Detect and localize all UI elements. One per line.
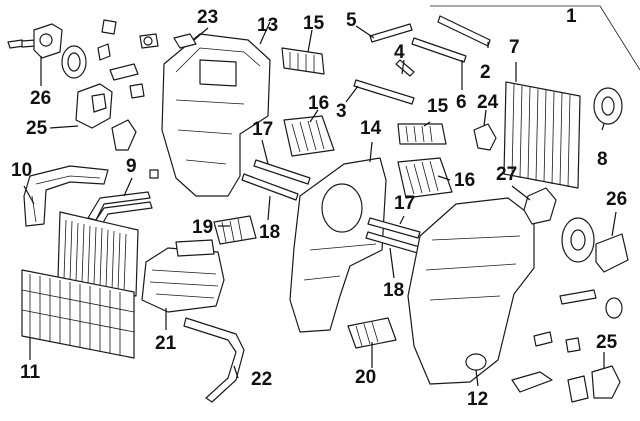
callout-16-upper: 16 bbox=[308, 93, 330, 114]
callout-13: 13 bbox=[257, 15, 279, 36]
part-door-15-lower bbox=[397, 123, 447, 145]
part-door-15-top bbox=[281, 47, 325, 75]
callout-3: 3 bbox=[336, 101, 347, 122]
callout-15-lower: 15 bbox=[427, 96, 449, 117]
part-door-16-upper bbox=[283, 115, 335, 157]
callout-1: 1 bbox=[566, 6, 577, 27]
part-door-20 bbox=[347, 317, 397, 349]
part-drain-hose-22 bbox=[183, 317, 245, 403]
callout-26-left: 26 bbox=[30, 88, 52, 109]
callout-10: 10 bbox=[11, 160, 33, 181]
part-case-14 bbox=[289, 157, 387, 333]
callout-17-right: 17 bbox=[394, 193, 416, 214]
part-case-12 bbox=[407, 197, 535, 385]
callout-4: 4 bbox=[394, 42, 405, 63]
part-heater-7 bbox=[503, 81, 581, 189]
callout-6: 6 bbox=[456, 92, 467, 113]
callout-9: 9 bbox=[126, 156, 137, 177]
part-actuator-26-top bbox=[7, 19, 159, 79]
part-seal-8 bbox=[593, 87, 623, 125]
frame-line bbox=[430, 5, 640, 71]
callout-18-left: 18 bbox=[259, 222, 281, 243]
callout-20: 20 bbox=[355, 367, 377, 388]
part-rods-17-18-left bbox=[241, 159, 311, 201]
callout-5: 5 bbox=[346, 10, 357, 31]
part-lower-case-21 bbox=[141, 239, 225, 313]
callout-8: 8 bbox=[597, 149, 608, 170]
part-case-13 bbox=[161, 33, 271, 197]
callout-17-left: 17 bbox=[252, 119, 274, 140]
part-bracket-24 bbox=[473, 123, 497, 151]
part-actuator-27 bbox=[523, 187, 557, 225]
part-door-16-lower bbox=[397, 157, 453, 199]
callout-21: 21 bbox=[155, 333, 177, 354]
callout-22: 22 bbox=[251, 369, 273, 390]
callout-25-left: 25 bbox=[26, 118, 48, 139]
part-actuator-26-right bbox=[559, 217, 629, 319]
callout-23: 23 bbox=[197, 7, 219, 28]
callout-18-right: 18 bbox=[383, 280, 405, 301]
callout-27: 27 bbox=[496, 164, 518, 185]
callout-12: 12 bbox=[467, 389, 489, 410]
callout-26-right: 26 bbox=[606, 189, 628, 210]
callout-24: 24 bbox=[477, 92, 499, 113]
part-actuator-25-left bbox=[75, 63, 145, 151]
callout-2: 2 bbox=[480, 62, 491, 83]
part-rods-2-6 bbox=[353, 15, 491, 105]
callout-16-lower: 16 bbox=[454, 170, 476, 191]
part-actuator-25-right bbox=[511, 331, 621, 403]
part-heater-core bbox=[57, 211, 139, 297]
part-door-19 bbox=[213, 215, 257, 245]
leader-lines bbox=[23, 21, 617, 387]
part-evaporator-11 bbox=[21, 269, 135, 359]
part-clip-23 bbox=[173, 33, 197, 49]
callout-11: 11 bbox=[20, 362, 41, 383]
part-duct-10 bbox=[23, 165, 109, 227]
callout-7: 7 bbox=[509, 37, 520, 58]
callout-25-right: 25 bbox=[596, 332, 618, 353]
callout-14: 14 bbox=[360, 118, 382, 139]
callout-15-top: 15 bbox=[303, 13, 325, 34]
callout-19: 19 bbox=[192, 217, 214, 238]
